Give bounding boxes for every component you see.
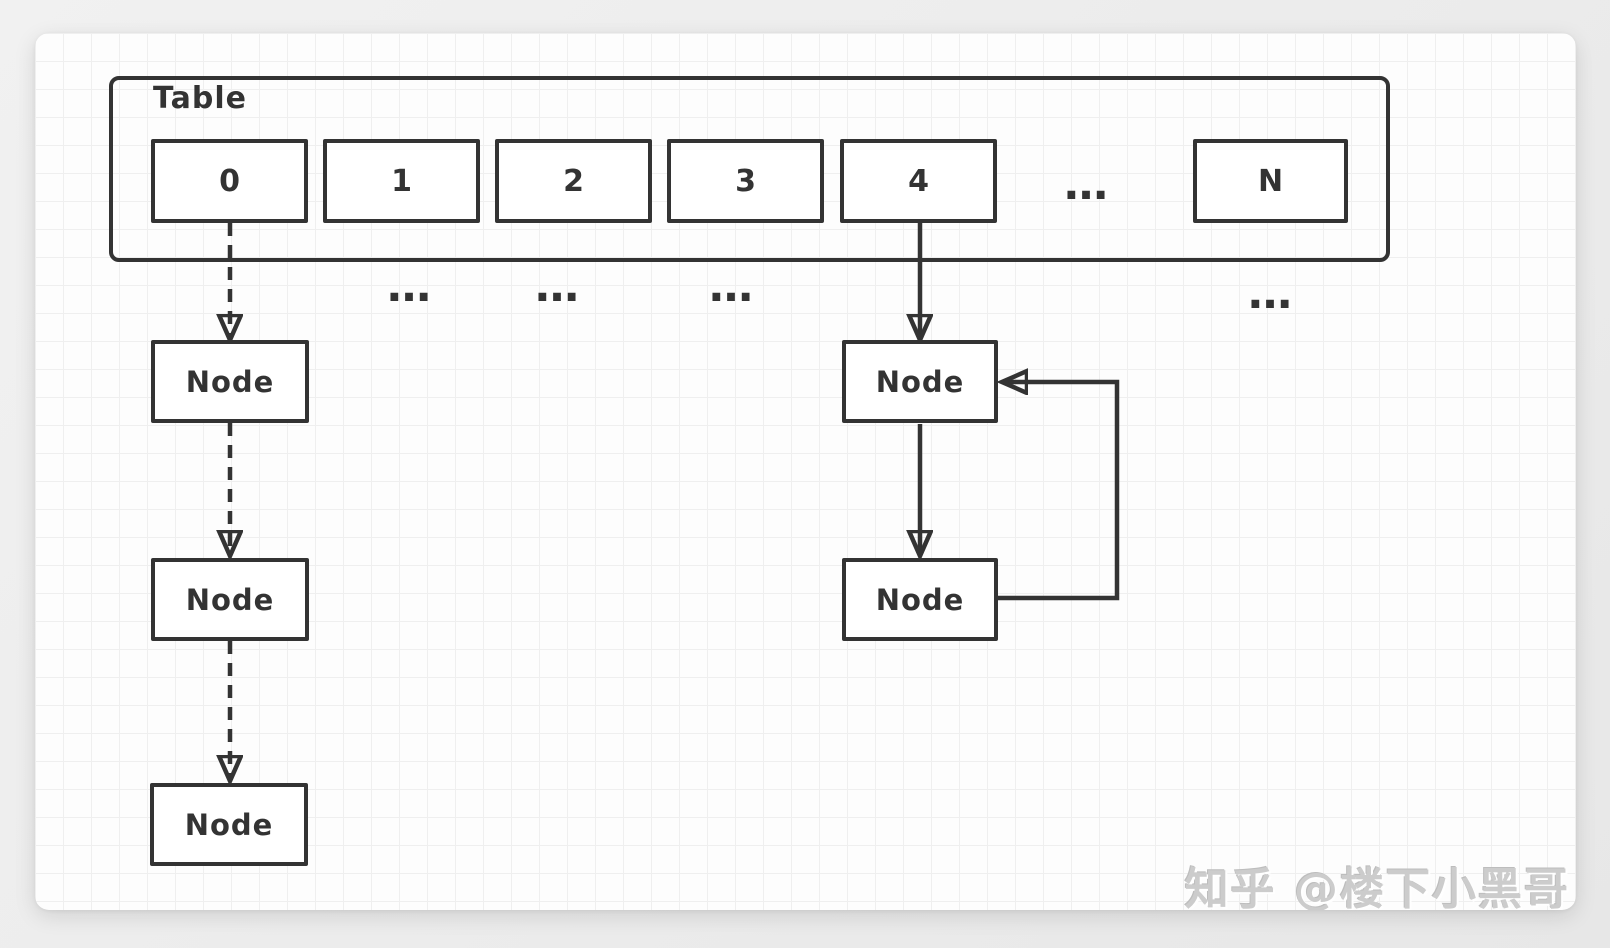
table-slot-2: 2 — [495, 139, 652, 223]
ellipsis-under-slot-2: … — [535, 261, 581, 312]
table-slot-0: 0 — [151, 139, 308, 223]
right-chain-node-1: Node — [842, 340, 998, 423]
table-slot-1: 1 — [323, 139, 480, 223]
left-chain-node-1: Node — [151, 340, 309, 423]
table-slot-4: 4 — [840, 139, 997, 223]
right-chain-node-2: Node — [842, 558, 998, 641]
diagram-canvas: Table 0 1 2 3 4 … N … … … … Node Node No… — [35, 33, 1576, 910]
table-slot-3: 3 — [667, 139, 824, 223]
hash-table-container — [109, 76, 1390, 262]
ellipsis-under-slot-n: … — [1248, 268, 1294, 319]
left-chain-node-2: Node — [151, 558, 309, 641]
table-title: Table — [153, 81, 247, 116]
ellipsis-under-slot-3: … — [709, 261, 755, 312]
table-gap-ellipsis: … — [1064, 159, 1110, 210]
table-slot-n: N — [1193, 139, 1348, 223]
left-chain-node-3: Node — [150, 783, 308, 866]
loop-arrow-node2-back-to-node1 — [998, 382, 1120, 601]
zhihu-watermark: 知乎 @楼下小黑哥 — [1184, 864, 1570, 910]
ellipsis-under-slot-1: … — [387, 261, 433, 312]
